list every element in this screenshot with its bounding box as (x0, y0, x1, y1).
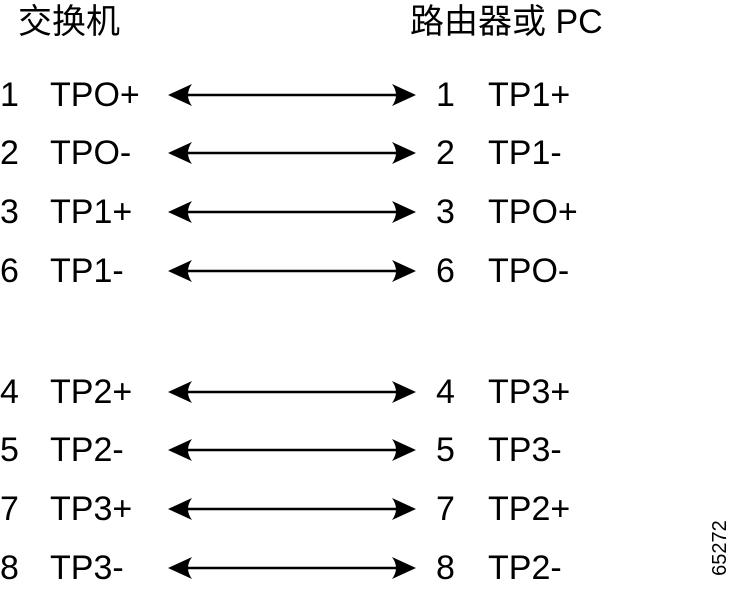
arrowhead-right (392, 201, 416, 223)
router-pin-number: 3 (436, 193, 455, 231)
pin-row: 1 TPO+ 1 TP1+ (0, 73, 735, 117)
switch-signal-label: TP2+ (50, 373, 133, 411)
arrowhead-right (392, 260, 416, 282)
arrowhead-right (392, 439, 416, 461)
router-signal-label: TPO+ (488, 193, 578, 231)
arrowhead-left (168, 142, 192, 164)
router-pin-number: 7 (436, 490, 455, 528)
bidirectional-arrow-icon (168, 439, 416, 461)
switch-pin-number: 8 (0, 549, 19, 587)
router-signal-label: TP2+ (488, 490, 571, 528)
arrowhead-left (168, 260, 192, 282)
arrowhead-right (392, 557, 416, 579)
switch-signal-label: TP1- (50, 252, 124, 290)
bidirectional-arrow-icon (168, 142, 416, 164)
switch-signal-label: TPO- (50, 134, 132, 172)
router-signal-label: TP1+ (488, 76, 571, 114)
router-signal-label: TPO- (488, 252, 570, 290)
arrowhead-left (168, 439, 192, 461)
arrowhead-left (168, 498, 192, 520)
switch-pin-number: 3 (0, 193, 19, 231)
pin-row: 2 TPO- 2 TP1- (0, 131, 735, 175)
bidirectional-arrow-icon (168, 381, 416, 403)
router-pin-number: 8 (436, 549, 455, 587)
arrowhead-right (392, 84, 416, 106)
switch-signal-label: TP3+ (50, 490, 133, 528)
bidirectional-arrow-icon (168, 557, 416, 579)
router-signal-label: TP3- (488, 431, 562, 469)
arrowhead-right (392, 142, 416, 164)
router-signal-label: TP2- (488, 549, 562, 587)
arrowhead-left (168, 84, 192, 106)
arrowhead-right (392, 381, 416, 403)
switch-signal-label: TP3- (50, 549, 124, 587)
figure-id-text: 65272 (709, 520, 731, 576)
figure-id-label: 65272 (706, 513, 734, 583)
bidirectional-arrow-icon (168, 201, 416, 223)
pin-row: 7 TP3+ 7 TP2+ (0, 487, 735, 531)
switch-pin-number: 5 (0, 431, 19, 469)
router-signal-label: TP1- (488, 134, 562, 172)
header-switch: 交换机 (18, 3, 120, 41)
switch-signal-label: TPO+ (50, 76, 140, 114)
switch-signal-label: TP2- (50, 431, 124, 469)
header-router-or-pc: 路由器或 PC (410, 3, 603, 41)
router-pin-number: 1 (436, 76, 455, 114)
pin-row: 6 TP1- 6 TPO- (0, 249, 735, 293)
switch-pin-number: 1 (0, 76, 19, 114)
switch-signal-label: TP1+ (50, 193, 133, 231)
pin-row: 8 TP3- 8 TP2- (0, 546, 735, 590)
switch-pin-number: 7 (0, 490, 19, 528)
bidirectional-arrow-icon (168, 84, 416, 106)
switch-pin-number: 4 (0, 373, 19, 411)
switch-pin-number: 2 (0, 134, 19, 172)
router-pin-number: 4 (436, 373, 455, 411)
bidirectional-arrow-icon (168, 260, 416, 282)
pin-row: 3 TP1+ 3 TPO+ (0, 190, 735, 234)
router-pin-number: 6 (436, 252, 455, 290)
arrowhead-left (168, 381, 192, 403)
arrowhead-left (168, 557, 192, 579)
switch-pin-number: 6 (0, 252, 19, 290)
pin-row: 5 TP2- 5 TP3- (0, 428, 735, 472)
arrowhead-right (392, 498, 416, 520)
router-pin-number: 2 (436, 134, 455, 172)
router-signal-label: TP3+ (488, 373, 571, 411)
bidirectional-arrow-icon (168, 498, 416, 520)
router-pin-number: 5 (436, 431, 455, 469)
arrowhead-left (168, 201, 192, 223)
pin-row: 4 TP2+ 4 TP3+ (0, 370, 735, 414)
